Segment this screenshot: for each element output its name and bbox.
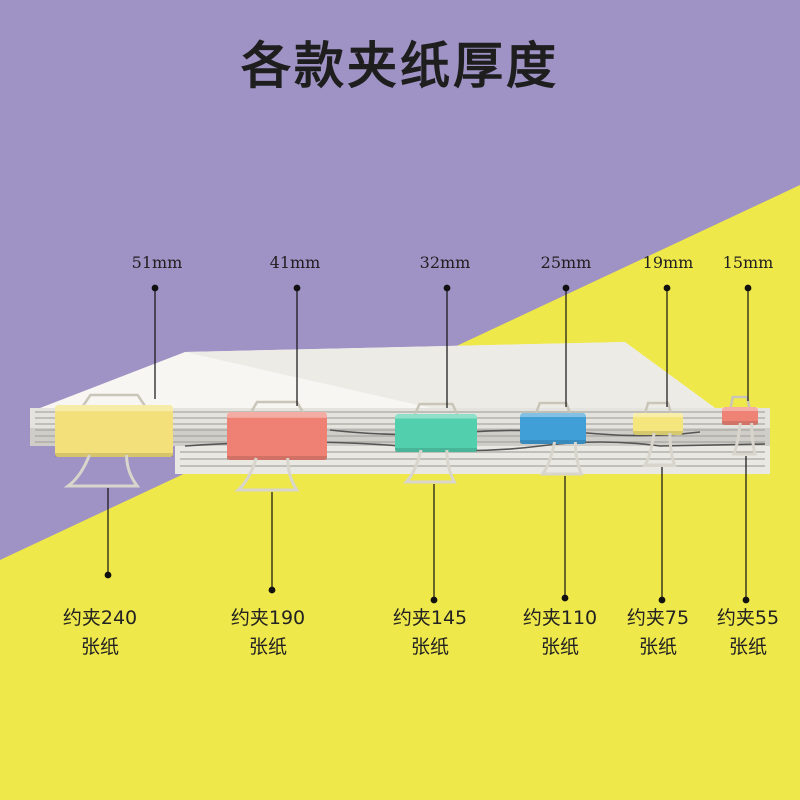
guide-dot bbox=[561, 594, 569, 602]
clip-size-label: 32mm bbox=[419, 253, 471, 272]
wire-handle-top bbox=[79, 393, 149, 410]
clip-size-label: 15mm bbox=[722, 253, 774, 272]
capacity-text: 约夹75 bbox=[626, 607, 690, 629]
clip-capacity-caption: 约夹145 张纸 bbox=[393, 604, 467, 662]
guide-dot bbox=[742, 596, 750, 604]
binder-clip-19mm bbox=[633, 401, 683, 467]
wire-handle-top bbox=[411, 402, 461, 419]
clip-shadow bbox=[633, 431, 683, 435]
clip-highlight bbox=[395, 414, 477, 419]
binder-clip-32mm bbox=[395, 402, 477, 484]
guide-dot bbox=[268, 586, 276, 594]
clip-size-label: 19mm bbox=[642, 253, 694, 272]
clip-highlight bbox=[520, 413, 586, 417]
wire-handle-top bbox=[642, 401, 674, 418]
clip-shadow bbox=[227, 456, 327, 460]
clip-body bbox=[520, 413, 586, 444]
unit-text: 张纸 bbox=[248, 636, 288, 658]
wire-handle-bottom bbox=[234, 457, 300, 492]
clip-shadow bbox=[395, 448, 477, 452]
wire-handle-bottom bbox=[539, 441, 584, 476]
unit-text: 张纸 bbox=[80, 636, 120, 658]
capacity-text: 约夹110 bbox=[522, 607, 598, 629]
clip-shadow bbox=[520, 440, 586, 444]
unit-text: 张纸 bbox=[728, 636, 767, 658]
guide-dot bbox=[658, 596, 666, 604]
capacity-text: 约夹55 bbox=[716, 607, 780, 629]
clip-body bbox=[722, 407, 758, 425]
unit-text: 张纸 bbox=[638, 636, 677, 658]
clip-capacity-caption: 约夹55 张纸 bbox=[717, 604, 779, 662]
wire-handle-bottom bbox=[731, 422, 757, 456]
wire-handle-top bbox=[247, 400, 307, 417]
binder-clip-51mm bbox=[55, 393, 173, 488]
page-title: 各款夹纸厚度 bbox=[241, 37, 559, 95]
binder-clip-25mm bbox=[520, 401, 586, 476]
clip-body bbox=[227, 412, 327, 460]
clip-capacity-caption: 约夹110 张纸 bbox=[523, 604, 597, 662]
clip-body bbox=[395, 414, 477, 452]
clip-size-label: 51mm bbox=[131, 253, 183, 272]
clip-highlight bbox=[633, 413, 683, 417]
wire-handle-bottom bbox=[642, 432, 677, 467]
clip-capacity-caption: 约夹75 张纸 bbox=[627, 604, 689, 662]
capacity-text: 约夹240 bbox=[62, 607, 138, 629]
clip-size-label: 41mm bbox=[269, 253, 321, 272]
unit-text: 张纸 bbox=[540, 636, 580, 658]
binder-clip-15mm bbox=[722, 395, 758, 456]
wire-handle-top bbox=[533, 401, 573, 418]
clip-size-label: 25mm bbox=[540, 253, 592, 272]
clip-highlight bbox=[722, 407, 758, 411]
clip-body bbox=[633, 413, 683, 435]
clip-shadow bbox=[55, 453, 173, 457]
clip-capacity-caption: 约夹190 张纸 bbox=[231, 604, 305, 662]
wire-handle-top bbox=[728, 395, 752, 412]
clip-capacity-caption: 约夹240 张纸 bbox=[63, 604, 137, 662]
yellow-background bbox=[0, 185, 800, 800]
guide-dot bbox=[430, 596, 438, 604]
wire-handle-bottom bbox=[63, 454, 141, 488]
capacity-text: 约夹190 bbox=[230, 607, 306, 629]
guide-dot bbox=[104, 571, 112, 579]
binder-clip-41mm bbox=[227, 400, 327, 492]
wire-handle-bottom bbox=[402, 449, 457, 484]
clip-body bbox=[55, 405, 173, 457]
unit-text: 张纸 bbox=[410, 636, 450, 658]
clip-highlight bbox=[227, 412, 327, 418]
clip-highlight bbox=[55, 405, 173, 412]
capacity-text: 约夹145 bbox=[392, 607, 468, 629]
